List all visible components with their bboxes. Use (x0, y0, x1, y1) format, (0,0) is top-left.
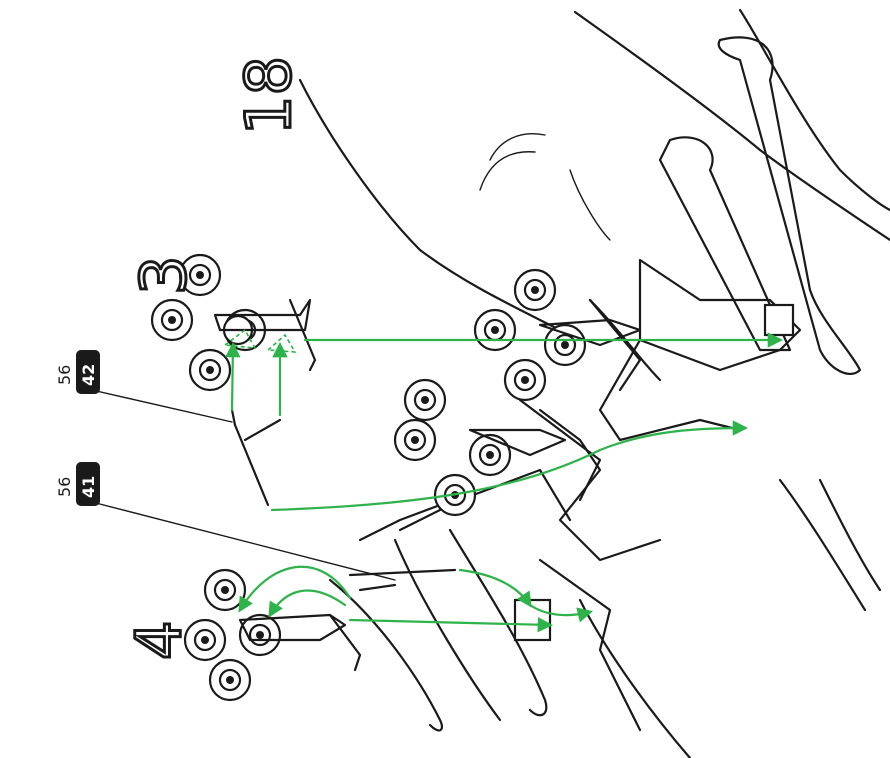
leader-line-41 (91, 501, 396, 581)
rod-part (348, 568, 457, 592)
leader-line-42 (91, 389, 233, 423)
callout-part-41: 56 41 (55, 462, 100, 506)
callout-42-page: 56 (55, 365, 74, 385)
callout-41-part: 41 (79, 476, 98, 498)
installed-gear-upper (473, 268, 642, 402)
assembly-arrows (222, 328, 784, 633)
callout-42-part: 42 (79, 364, 98, 386)
subassembly-4 (183, 568, 362, 702)
y-strut-part (230, 408, 282, 507)
callout-41-page: 56 (55, 477, 74, 497)
step-number: 18 (232, 56, 305, 135)
subassembly-label-3: 3 (127, 256, 200, 295)
callout-42-badge (76, 350, 100, 394)
callout-part-42: 56 42 (55, 350, 100, 394)
subassembly-label-4: 4 (122, 621, 195, 660)
installed-gear-middle (393, 378, 602, 517)
airframe-structure (298, 8, 890, 758)
callout-41-badge (76, 462, 100, 506)
subassembly-3 (150, 253, 317, 392)
